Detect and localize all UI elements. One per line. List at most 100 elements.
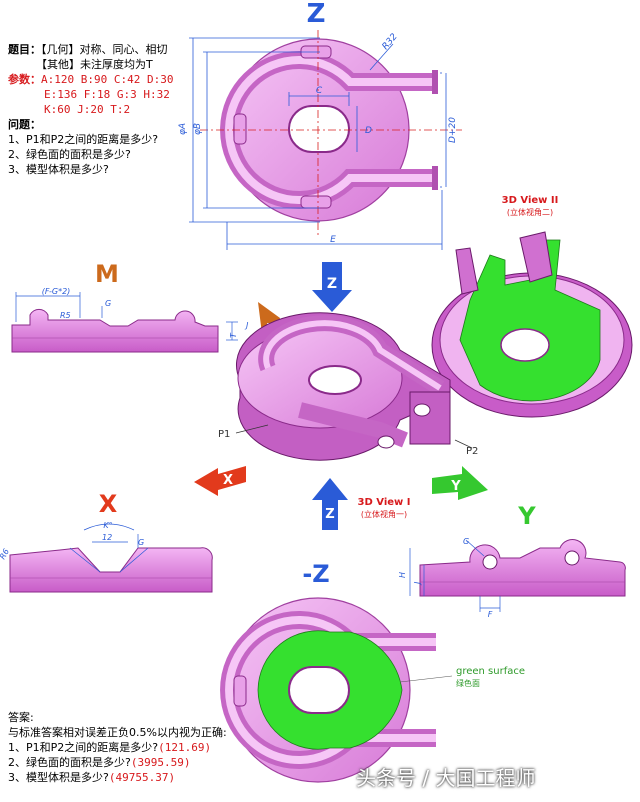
dim-r5: R5 xyxy=(60,311,71,320)
iso-model: M P1 P2 xyxy=(218,302,478,461)
arrow-neg-z-shape xyxy=(312,478,348,530)
answer-question-1: 1、P1和P2之间的距离是多少? xyxy=(8,741,159,754)
bottom-center-slot xyxy=(288,666,350,714)
view-label-m: M xyxy=(95,260,119,288)
view1-title: 3D View I xyxy=(358,497,411,508)
iso-pipe-hole-1 xyxy=(413,403,431,417)
dim-d20: D+20 xyxy=(448,117,458,143)
dim-phi-b: φB xyxy=(193,123,203,135)
side-view-y: Y H J F G xyxy=(398,502,626,619)
dim-k: K° xyxy=(103,521,112,530)
dim-j-y: J xyxy=(413,581,422,586)
p2-leader xyxy=(454,439,473,449)
arrow-z-shape xyxy=(312,262,352,312)
dim-r32: R32 xyxy=(381,32,400,52)
questions-label: 问题： xyxy=(8,118,41,131)
view1-subtitle: (立体视角一) xyxy=(361,509,407,519)
dim-t: T xyxy=(229,332,238,338)
dim-g-x: G xyxy=(138,538,144,547)
arrow-y-shape xyxy=(432,466,488,500)
x-dimensions xyxy=(69,523,149,573)
center-slot xyxy=(288,105,350,153)
iso-pipe-hole-2 xyxy=(377,435,395,449)
dim-12: 12 xyxy=(102,533,112,542)
answer-value-1: (121.69) xyxy=(158,741,212,754)
y-dimensions xyxy=(409,539,501,612)
y-hole-right xyxy=(564,550,580,566)
dim-g-y: G xyxy=(463,537,469,546)
v2-slot xyxy=(500,328,550,362)
watermark: 头条号 / 大国工程师 xyxy=(356,766,536,790)
iso-tube-highlight xyxy=(263,320,442,391)
answers-intro: 与标准答案相对误差正负0.5%以内视为正确: xyxy=(8,726,227,739)
top-dimensions xyxy=(189,37,447,250)
tube-end-top xyxy=(432,70,438,94)
view-label-y: Y xyxy=(517,502,536,530)
title-geometry: 【几何】对称、同心、相切 xyxy=(41,43,168,56)
iso-slot xyxy=(308,365,362,395)
y-body xyxy=(419,539,626,597)
param-line-2: E:136 F:18 G:3 H:32 xyxy=(44,88,170,101)
question-1: 1、P1和P2之间的距离是多少? xyxy=(8,133,159,146)
green-surface-v2 xyxy=(459,239,601,402)
side-view-x: X K° 12 G R6 xyxy=(0,490,213,593)
v2-pipe-left xyxy=(455,247,479,295)
side-view-m: M (F-G*2) G R5 T J xyxy=(11,260,249,353)
view2-title: 3D View II xyxy=(502,195,559,206)
top-view-z: Z xyxy=(178,0,462,250)
dim-g-m: G xyxy=(105,299,111,308)
view-label-neg-z: -Z xyxy=(302,560,329,588)
dim-phi-a: φA xyxy=(178,123,188,135)
clip-bottom xyxy=(300,195,332,209)
view-label-x: X xyxy=(99,490,118,518)
m-body xyxy=(11,308,219,353)
legend-green-cn: 绿色面 xyxy=(456,678,480,688)
answers-label: 答案: xyxy=(8,711,34,724)
answer-question-2: 2、绿色面的面积是多少? xyxy=(8,756,131,769)
arrow-neg-z-label: Z xyxy=(325,507,334,522)
answer-value-3: (49755.37) xyxy=(108,771,176,784)
x-body xyxy=(9,547,213,593)
dim-fg2: (F-G*2) xyxy=(42,287,71,296)
param-line-3: K:60 J:20 T:2 xyxy=(44,103,131,116)
v2-pipe-right xyxy=(519,231,553,283)
arrow-neg-z: Z xyxy=(312,478,348,530)
arrow-y-label: Y xyxy=(450,479,461,494)
view-3d-2: 3D View II (立体视角二) xyxy=(431,195,633,418)
dim-f: F xyxy=(488,610,493,619)
dim-r6: R6 xyxy=(0,547,11,561)
point-p2: P2 xyxy=(466,446,478,457)
answer-question-3: 3、模型体积是多少? xyxy=(8,771,109,784)
question-2: 2、绿色面的面积是多少? xyxy=(8,148,131,161)
title-other: 【其他】未注厚度均为T xyxy=(36,58,153,71)
iso-tube-lower xyxy=(298,402,408,448)
arrow-y: Y xyxy=(432,466,488,500)
question-header: 题目：【几何】对称、同心、相切 【其他】未注厚度均为T 参数：A:120 B:9… xyxy=(8,42,173,177)
view-label-z: Z xyxy=(307,0,326,29)
iso-pipe-block xyxy=(409,391,451,445)
dim-j-m: J xyxy=(244,321,249,330)
arrow-z: Z xyxy=(312,262,352,312)
arrow-x-label: X xyxy=(223,473,233,488)
bottom-tube-highlight xyxy=(225,616,436,764)
green-leader xyxy=(399,675,453,683)
bottom-view-neg-z: -Z green surface 绿色面 xyxy=(220,560,525,783)
params-label: 参数： xyxy=(8,73,41,86)
point-p1: P1 xyxy=(218,429,230,440)
clip-left xyxy=(233,113,247,145)
title-label: 题目： xyxy=(8,43,41,56)
arrow-x-shape xyxy=(194,466,246,496)
y-hole-left xyxy=(482,554,498,570)
answer-value-2: (3995.59) xyxy=(130,756,191,769)
tube-end-bottom xyxy=(432,166,438,190)
view2-subtitle: (立体视角二) xyxy=(507,207,553,217)
bottom-clip-left xyxy=(233,675,247,707)
arrow-x: X xyxy=(194,466,246,496)
question-3: 3、模型体积是多少? xyxy=(8,163,109,176)
dim-h: H xyxy=(398,572,407,578)
dim-d: D xyxy=(365,126,372,136)
dim-e: E xyxy=(330,235,336,245)
answers-block: 答案: 与标准答案相对误差正负0.5%以内视为正确: 1、P1和P2之间的距离是… xyxy=(8,710,227,785)
m-dimensions xyxy=(15,292,238,341)
